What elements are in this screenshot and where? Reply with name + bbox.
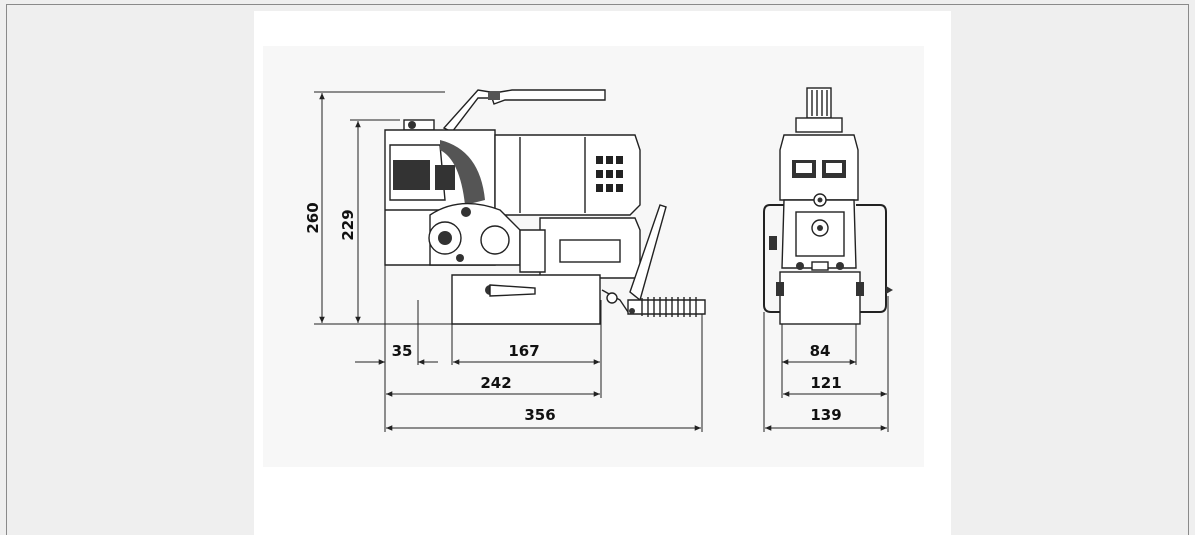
dim-base-length: 167 [508, 342, 539, 360]
dim-body-height: 229 [339, 209, 357, 240]
dim-body-width: 121 [810, 374, 841, 392]
front-view-dimensions [763, 296, 889, 432]
side-view-dimensions [314, 91, 703, 432]
dim-front-offset: 35 [392, 342, 413, 360]
dim-base-width: 84 [810, 342, 831, 360]
dim-overall-height: 260 [304, 202, 322, 233]
dim-overall-width: 139 [810, 406, 841, 424]
side-view [384, 89, 706, 325]
dim-overall-length: 356 [524, 406, 555, 424]
dim-body-length: 242 [480, 374, 511, 392]
front-view [763, 87, 893, 325]
